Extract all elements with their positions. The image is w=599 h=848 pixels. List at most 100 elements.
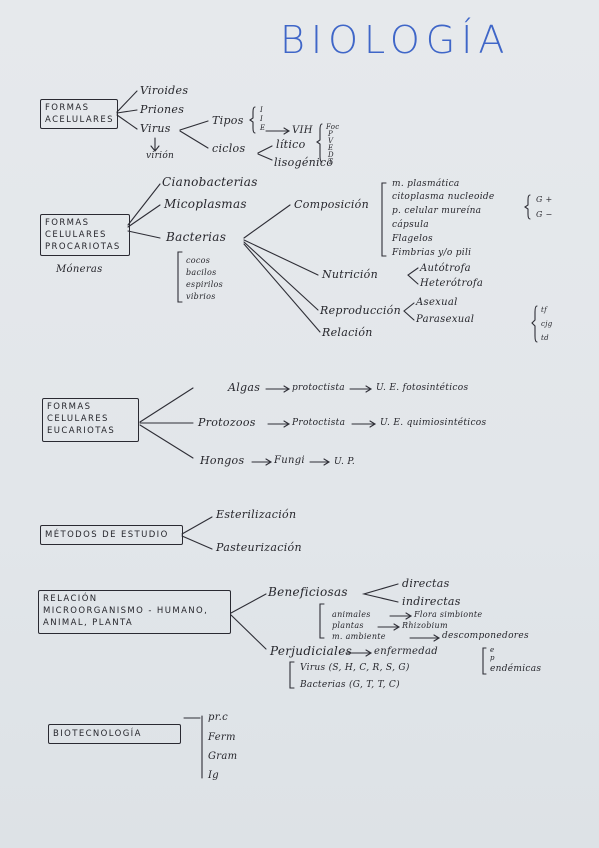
- box-line: RELACIÓN: [43, 594, 98, 604]
- arrow-protozoos-1: [267, 420, 291, 428]
- branch-beneficiosas: [230, 593, 267, 614]
- label-gram-pos: G +: [536, 195, 553, 204]
- label-comp-1: m. plasmática: [392, 179, 460, 189]
- label-bacterias: Bacterias: [166, 230, 227, 244]
- label-composicion: Composición: [294, 198, 369, 211]
- brace-benef: [361, 583, 399, 603]
- label-protozoos-tipo: U. E. quimiosintéticos: [380, 418, 487, 428]
- label-biotec-2: Ferm: [208, 732, 236, 743]
- label-enf-e: e: [490, 646, 495, 654]
- arrow-animales: [389, 612, 413, 620]
- branch-algas: [139, 387, 194, 423]
- label-biotec-3: Gram: [208, 751, 238, 762]
- box-line: FORMAS: [45, 218, 90, 228]
- label-biotec-1: pr.c: [208, 712, 229, 723]
- label-enfermedad: enfermedad: [374, 646, 438, 657]
- box-line: PROCARIOTAS: [45, 242, 121, 252]
- box-line: EUCARIOTAS: [47, 426, 116, 436]
- arrow-algas-1: [265, 385, 291, 393]
- label-comp-4: cápsula: [392, 220, 429, 230]
- branch-micoplasmas: [127, 204, 161, 228]
- brace-reproduccion: [403, 302, 415, 321]
- box-line: CELULARES: [45, 230, 107, 240]
- label-reproduccion: Reproducción: [320, 304, 401, 317]
- label-esterilizacion: Esterilización: [216, 508, 297, 521]
- label-vih-sub-3: V: [328, 137, 334, 145]
- label-algas-reino: protoctista: [292, 383, 345, 393]
- label-micoplasmas: Micoplasmas: [164, 197, 247, 211]
- label-comp-6: Fimbrias y/o pili: [392, 248, 472, 258]
- label-cocos: cocos: [186, 256, 211, 265]
- label-espirilos: espirilos: [186, 280, 224, 289]
- label-virus-perj: Virus (S, H, C, R, S, G): [300, 663, 410, 673]
- label-tipos-sub-1: I: [260, 106, 264, 114]
- label-viroides: Viroides: [140, 84, 189, 97]
- label-hongos-tipo: U. P.: [334, 457, 356, 467]
- bracket-perj-sub: [289, 661, 295, 689]
- label-protozoos: Protozoos: [198, 416, 256, 429]
- label-cianobacterias: Cianobacterias: [162, 175, 258, 189]
- arrow-vih: [265, 127, 291, 135]
- branch-nutricion: [243, 239, 319, 276]
- box-formas-eucariotas: FORMAS CELULARES EUCARIOTAS: [42, 398, 139, 442]
- label-mambiente: m. ambiente: [332, 632, 386, 641]
- arrow-plantas: [377, 623, 401, 631]
- arrow-enfermedad: [345, 649, 373, 657]
- label-algas-tipo: U. E. fotosintéticos: [376, 383, 469, 393]
- branch-perjudiciales: [230, 614, 267, 650]
- label-vih-sub-2: P: [328, 130, 334, 138]
- label-autotrofa: Autótrofa: [420, 263, 471, 274]
- label-flora: Flora simbionte: [414, 610, 483, 619]
- branch-priones: [116, 109, 138, 114]
- label-bacilos: bacilos: [186, 268, 217, 277]
- brace-tipos: [249, 106, 256, 134]
- arrow-mambiente: [409, 634, 441, 642]
- label-hongos-reino: Fungi: [274, 455, 305, 466]
- label-vih-sub-1: Foc: [326, 123, 340, 131]
- label-cjg: cjg: [541, 320, 553, 328]
- label-enf-p: p: [490, 654, 495, 662]
- label-heterotrofa: Heterótrofa: [420, 278, 484, 289]
- label-lisogenico: lisogénico: [274, 156, 334, 169]
- branch-viroides: [116, 90, 138, 113]
- label-bacterias-perj: Bacterias (G, T, T, C): [300, 680, 400, 690]
- label-vih: VIH: [292, 125, 313, 136]
- branch-tipos: [179, 120, 209, 131]
- label-comp-2: citoplasma nucleoide: [392, 192, 495, 202]
- box-relacion: RELACIÓN MICROORGANISMO - HUMANO, ANIMAL…: [38, 590, 231, 634]
- branch-pasteurizacion: [181, 535, 213, 550]
- label-hongos: Hongos: [200, 454, 245, 467]
- label-asexual: Asexual: [416, 297, 458, 308]
- bracket-formas: [177, 251, 183, 303]
- box-formas-acelulares: FORMAS ACELULARES: [40, 99, 118, 129]
- label-tipos-sub-3: E: [260, 124, 266, 132]
- label-pasteurizacion: Pasteurización: [216, 541, 302, 554]
- label-biotec-4: Ig: [208, 770, 219, 781]
- branch-lisogenico: [257, 153, 273, 161]
- box-line: CELULARES: [47, 414, 109, 424]
- brace-vih: [316, 123, 323, 163]
- branch-ciclos: [179, 130, 209, 149]
- box-line: ANIMAL, PLANTA: [43, 618, 134, 628]
- label-relacion: Relación: [322, 326, 373, 339]
- label-directas: directas: [402, 577, 450, 590]
- label-priones: Priones: [140, 103, 185, 116]
- branch-bacterias: [127, 230, 161, 239]
- label-virus: Virus: [140, 122, 171, 135]
- label-comp-5: Flagelos: [392, 234, 433, 244]
- box-formas-procariotas: FORMAS CELULARES PROCARIOTAS: [40, 214, 130, 256]
- branch-hongos: [139, 424, 194, 459]
- arrow-hongos-2: [309, 458, 331, 466]
- bracket-benef-sub: [319, 603, 325, 639]
- branch-cianobacterias: [127, 183, 161, 226]
- label-vih-sub-4: E: [328, 144, 334, 152]
- label-tipos-sub-2: I: [260, 115, 264, 123]
- branch-litico: [257, 145, 273, 154]
- arrow-virion: [150, 137, 160, 152]
- arrow-algas-2: [349, 385, 373, 393]
- label-rhizobium: Rhizobium: [402, 621, 448, 630]
- label-tf: tf: [541, 306, 548, 314]
- box-line: ACELULARES: [45, 115, 114, 125]
